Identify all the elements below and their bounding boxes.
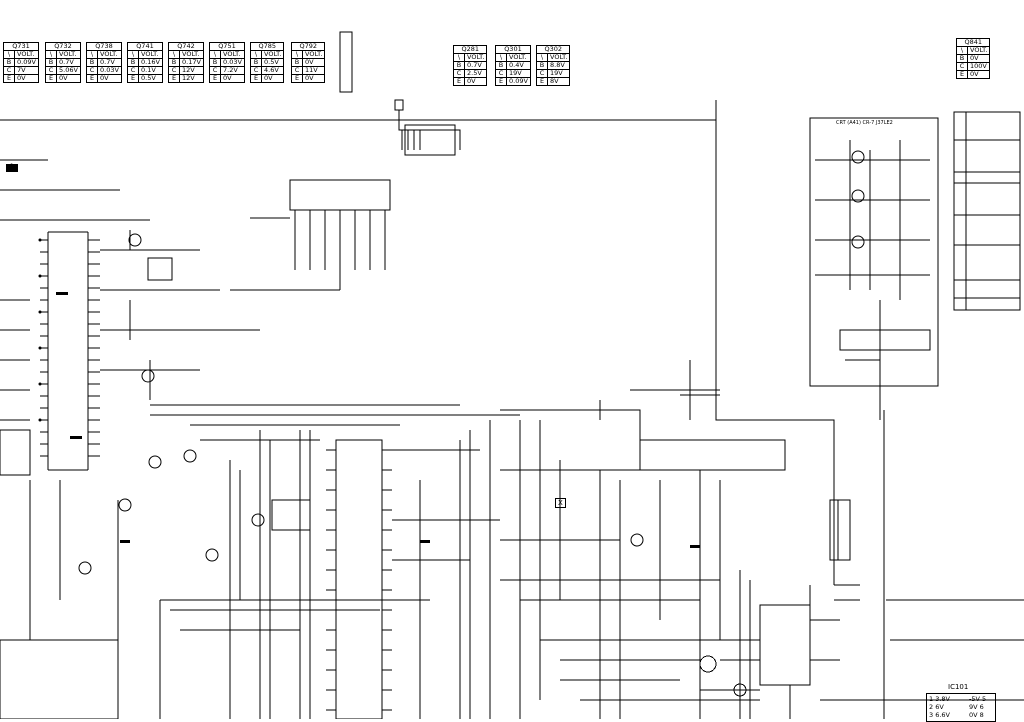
pin-number: 2 — [929, 703, 934, 711]
pin-voltage: 8V — [546, 77, 571, 86]
pin-number: 1 — [929, 695, 934, 703]
pin-number: 5 — [982, 695, 987, 703]
pin-voltage: 0V — [966, 70, 991, 79]
ic101-box: 1 3.8V -5V 5 2 6V 9V 6 3 6.6V 0V 8 — [926, 693, 996, 722]
pin-voltage: 6V — [935, 703, 944, 711]
pin-label: E — [168, 74, 180, 83]
pin-voltage: 0V — [220, 74, 245, 83]
crt-board-label: CRT (A41) CR-7 J37LE2 — [836, 120, 893, 126]
pin-label: E — [3, 74, 15, 83]
pin-voltage: 3.8V — [935, 695, 951, 703]
node-label-1: 1 — [10, 163, 14, 170]
pin-voltage: 0.5V — [138, 74, 163, 83]
pin-voltage: 9V — [969, 703, 978, 711]
pin-label: E — [209, 74, 221, 83]
pin-label: E — [45, 74, 57, 83]
pin-number: 6 — [979, 703, 984, 711]
pin-label: E — [86, 74, 98, 83]
pin-voltage: 6.6V — [935, 711, 951, 719]
pin-label: E — [127, 74, 139, 83]
ic101-row: 3 6.6V 0V 8 — [929, 711, 984, 719]
pin-label: E — [291, 74, 303, 83]
pin-voltage: 0V — [260, 74, 285, 83]
pin-voltage: 12V — [179, 74, 204, 83]
pin-voltage: 0V — [56, 74, 81, 83]
node-label-x: X — [555, 498, 566, 508]
pin-voltage: 0V — [301, 74, 326, 83]
pin-number: 8 — [979, 711, 984, 719]
pin-label: E — [250, 74, 262, 83]
ic101-title: IC101 — [948, 683, 969, 691]
pin-label: E — [956, 70, 968, 79]
pin-label: E — [453, 77, 465, 86]
pin-voltage: 0.09V — [506, 77, 531, 86]
ic101-row: 1 3.8V -5V 5 — [929, 695, 986, 703]
pin-voltage: 0V — [97, 74, 122, 83]
pin-voltage: 0V — [463, 77, 488, 86]
pin-voltage: -5V — [969, 695, 980, 703]
pin-number: 3 — [929, 711, 934, 719]
pin-voltage: 0V — [969, 711, 978, 719]
pin-label: E — [495, 77, 507, 86]
pin-label: E — [536, 77, 548, 86]
pin-voltage: 0V — [14, 74, 39, 83]
ic101-row: 2 6V 9V 6 — [929, 703, 984, 711]
